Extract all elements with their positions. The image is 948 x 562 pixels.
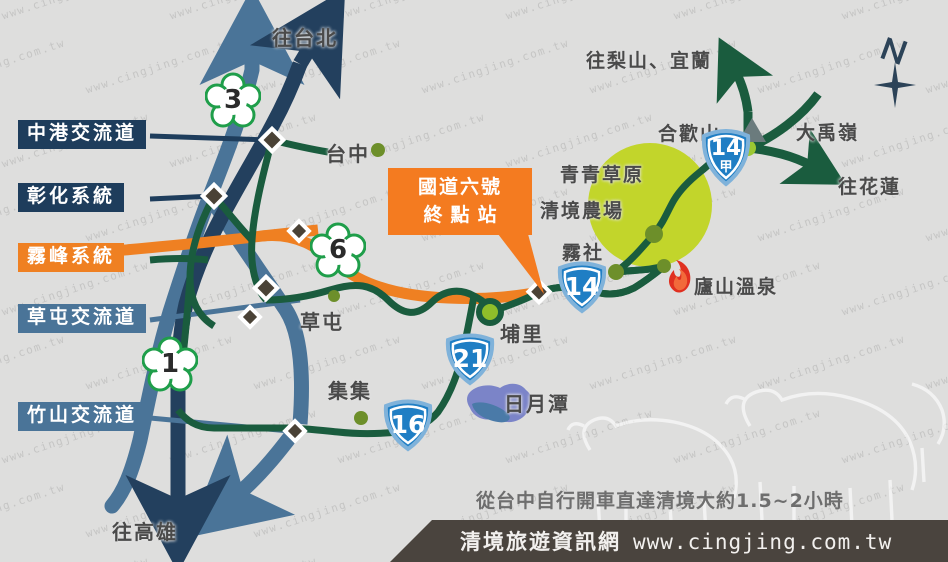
label-zhushan-interchange[interactable]: 竹山交流道: [18, 402, 147, 431]
label-caotun: 草屯: [300, 310, 344, 334]
highway-shield-icon: [701, 129, 751, 187]
label-wushe: 霧社: [562, 242, 605, 264]
compass-rose-icon: [874, 37, 916, 108]
shield-provincial-16[interactable]: 16: [382, 396, 434, 452]
highway-shield-icon: [383, 399, 433, 452]
callout-line-2: 終點站: [423, 203, 505, 226]
label-jiji: 集集: [328, 379, 372, 403]
label-to-lishan-yilan: 往梨山、宜蘭: [586, 50, 713, 72]
footer-bar: 清境旅遊資訊網 www.cingjing.com.tw: [390, 520, 948, 562]
shield-freeway-6[interactable]: 6: [309, 222, 367, 278]
highway-shield-icon: [557, 261, 607, 314]
shield-provincial-14[interactable]: 14: [556, 258, 608, 314]
site-url[interactable]: www.cingjing.com.tw: [633, 530, 893, 554]
shield-freeway-3[interactable]: 3: [204, 72, 262, 128]
plum-blossom-icon: [204, 72, 262, 128]
plum-blossom-icon: [309, 222, 367, 278]
label-zhonggang-interchange[interactable]: 中港交流道: [18, 120, 147, 149]
label-wufeng-system[interactable]: 霧峰系統: [18, 243, 125, 272]
label-sun-moon-lake: 日月潭: [504, 392, 570, 416]
flame-icon: [669, 260, 691, 293]
shield-freeway-1[interactable]: 1: [141, 336, 199, 392]
drive-time-note: 從台中自行開車直達清境大約1.5~2小時: [476, 490, 844, 512]
site-name: 清境旅遊資訊網: [460, 530, 621, 554]
callout-line-1: 國道六號: [417, 175, 502, 198]
label-puli: 埔里: [500, 322, 544, 346]
plum-blossom-icon: [141, 336, 199, 392]
label-to-hualien: 往花蓮: [838, 176, 902, 198]
label-to-taipei: 往台北: [272, 26, 338, 50]
callout-tail: [498, 234, 544, 294]
label-taichung: 台中: [326, 142, 370, 166]
highway-shield-icon: [445, 333, 495, 386]
label-cingjing-farm: 清境農場: [540, 200, 625, 222]
label-to-kaohsiung: 往高雄: [112, 520, 178, 544]
label-qingqing-grassland: 青青草原: [560, 164, 645, 186]
freeway-6-terminus-callout[interactable]: 國道六號 終點站: [388, 168, 532, 235]
label-lushan-hotspring: 廬山溫泉: [694, 276, 779, 298]
label-caotun-interchange[interactable]: 草屯交流道: [18, 304, 147, 333]
label-changhua-system[interactable]: 彰化系統: [18, 183, 125, 212]
label-dayuling: 大禹嶺: [796, 122, 860, 144]
shield-provincial-21[interactable]: 21: [444, 330, 496, 386]
shield-provincial-14jia[interactable]: 14 甲: [700, 125, 752, 187]
